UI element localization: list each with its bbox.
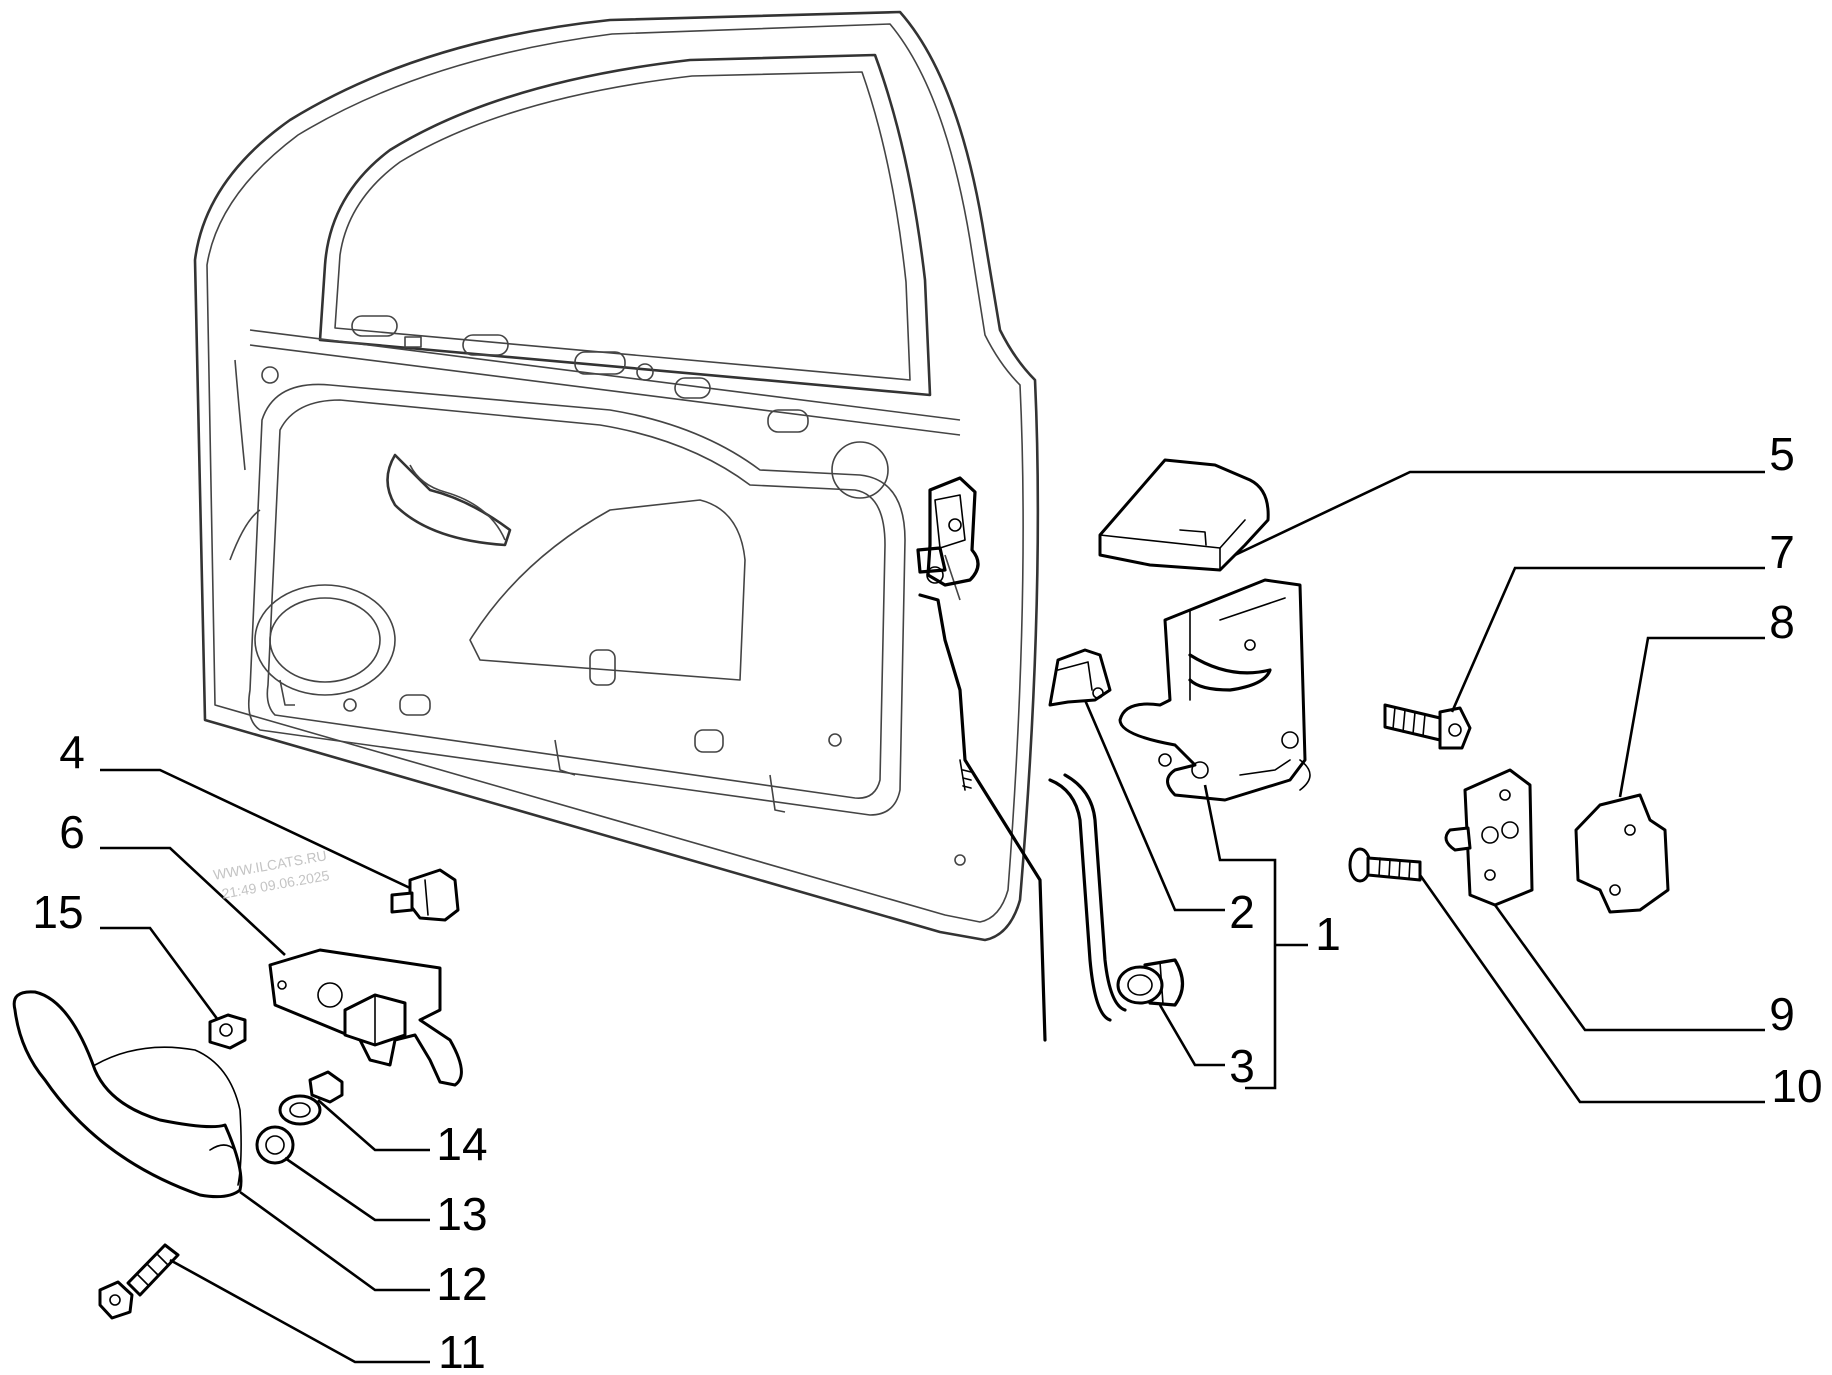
door-panel	[193, 10, 1040, 942]
lock-cylinder-part-3	[1116, 958, 1185, 1007]
part-label-2: 2	[1229, 886, 1255, 938]
part-label-8: 8	[1769, 596, 1795, 648]
watermark: WWW.ILCATS.RU 21:49 09.06.2025	[212, 847, 331, 902]
part-label-13: 13	[436, 1188, 487, 1240]
backing-plate-part-8	[1574, 793, 1670, 914]
part-label-4: 4	[59, 726, 85, 778]
part-label-6: 6	[59, 806, 85, 858]
striker-plate-part-9	[1444, 768, 1534, 907]
screw-part-10	[1348, 847, 1422, 883]
lock-cover-part-5	[1098, 458, 1270, 572]
lock-mechanism-installed	[916, 476, 1047, 1042]
nut-part-14	[278, 1070, 344, 1126]
part-label-12: 12	[436, 1258, 487, 1310]
part-label-14: 14	[436, 1118, 487, 1170]
part-label-11: 11	[438, 1326, 486, 1375]
part-label-5: 5	[1769, 428, 1795, 480]
part-label-10: 10	[1771, 1060, 1822, 1112]
part-label-3: 3	[1229, 1040, 1255, 1092]
actuator-bracket-part-6	[268, 948, 463, 1087]
part-label-7: 7	[1769, 526, 1795, 578]
bolt-part-7	[1383, 703, 1472, 750]
nut-part-15	[208, 1013, 247, 1050]
part-labels: 5 7 8 9 10 2 1 3 4 6 15 14 13 12 11	[32, 428, 1822, 1375]
clip-part-4	[390, 868, 460, 922]
release-rod	[1048, 773, 1127, 1022]
part-label-15: 15	[32, 886, 83, 938]
washer-part-13	[255, 1125, 295, 1165]
inner-handle-part-12	[12, 990, 243, 1199]
clip-part-2	[1048, 648, 1112, 707]
leader-lines	[100, 470, 1765, 1364]
part-label-1: 1	[1315, 908, 1341, 960]
part-label-9: 9	[1769, 988, 1795, 1040]
door-lock-part-1	[1118, 578, 1311, 802]
bolt-part-11	[98, 1243, 180, 1320]
